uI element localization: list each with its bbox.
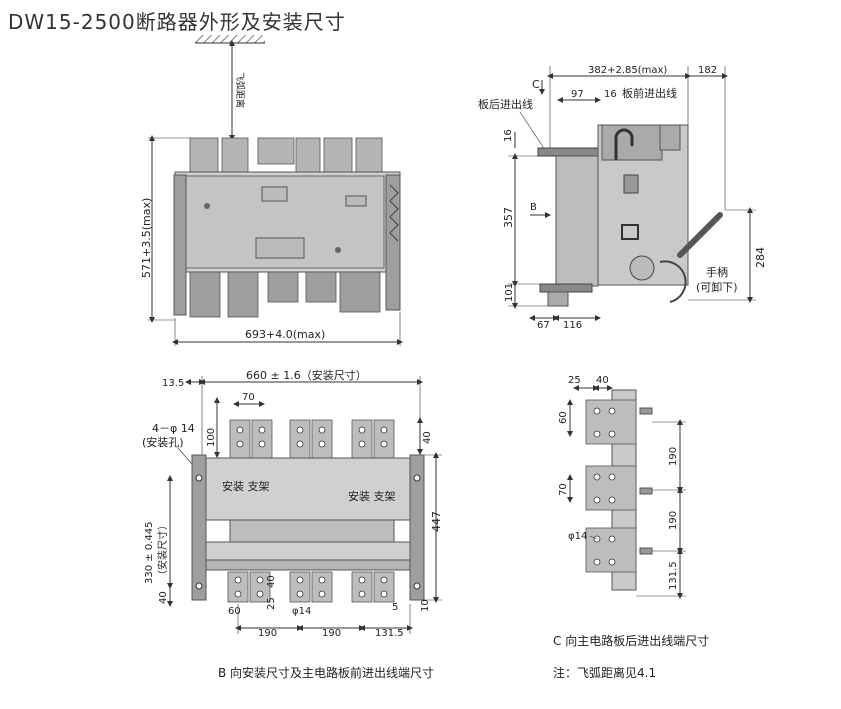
front-height-dim: 571+3.5(max) <box>140 198 153 278</box>
dim-182: 182 <box>698 65 717 76</box>
dim-101: 101 <box>504 283 515 302</box>
mount-height-dim-1: 330 ± 0.445 <box>144 522 155 584</box>
mount-height-dim-2: （安装尺寸） <box>156 520 169 580</box>
rear-wiring-label: 板后进出线 <box>478 97 533 111</box>
dim-116: 116 <box>563 320 582 331</box>
term-phi14: φ14 <box>568 531 587 542</box>
term-dim-70: 70 <box>558 483 569 496</box>
dim-25: 25 <box>266 597 277 610</box>
bracket-left-label: 安装 支架 <box>222 479 270 493</box>
side-depth-dim: 382+2.85(max) <box>588 65 667 76</box>
phi14-label: φ14 <box>292 606 311 617</box>
dim-97: 97 <box>571 89 584 100</box>
dim-447: 447 <box>430 511 443 532</box>
marker-c: C <box>532 78 540 91</box>
hole-label-1: 4－φ 14 <box>152 422 195 435</box>
term-dim-25: 25 <box>568 375 581 386</box>
dim-190a: 190 <box>258 628 277 639</box>
front-width-dim: 693+4.0(max) <box>245 328 325 341</box>
mount-caption: B 向安装尺寸及主电路板前进出线端尺寸 <box>218 666 435 680</box>
page-title: DW15-2500断路器外形及安装尺寸 <box>8 10 346 34</box>
term-dim-131-5: 131.5 <box>668 561 679 590</box>
dim-13-5: 13.5 <box>162 378 184 389</box>
arc-ceiling-hatch <box>195 35 265 43</box>
hole-label-2: (安装孔) <box>142 435 184 449</box>
dim-10: 10 <box>420 599 431 612</box>
dim-357: 357 <box>502 207 515 228</box>
mount-view: 13.5 660 ± 1.6（安装尺寸） 70 100 40 4－φ 14 (安… <box>142 368 443 639</box>
dim-16b: 16 <box>503 129 514 142</box>
dim-40-bottom: 40 <box>266 575 277 588</box>
term-dim-190b: 190 <box>668 511 679 530</box>
front-wiring-label: 板前进出线 <box>622 86 677 100</box>
terminal-caption: C 向主电路板后进出线端尺寸 <box>553 634 710 648</box>
dim-67: 67 <box>537 320 550 331</box>
side-view: C 382+2.85(max) 182 97 16 板前进出线 板后进出线 B … <box>478 65 767 331</box>
marker-b: B <box>530 202 537 213</box>
bracket-right-label: 安装 支架 <box>348 489 396 503</box>
arc-distance-label: 飞弧距离 <box>234 72 246 108</box>
handle-label: 手柄 <box>706 265 728 279</box>
dim-40-right: 40 <box>422 431 433 444</box>
dim-70: 70 <box>242 392 255 403</box>
terminal-view: 25 40 60 70 φ14 190 190 131.5 <box>558 375 686 599</box>
dim-40-left: 40 <box>158 591 169 604</box>
arc-note: 注：飞弧距离见4.1 <box>553 666 657 680</box>
dim-131-5: 131.5 <box>375 628 404 639</box>
mount-width-dim: 660 ± 1.6（安装尺寸） <box>246 368 367 382</box>
term-dim-60: 60 <box>558 411 569 424</box>
removable-label: (可卸下) <box>696 280 738 294</box>
dim-190b: 190 <box>322 628 341 639</box>
dim-284: 284 <box>754 247 767 268</box>
dim-100: 100 <box>206 428 217 447</box>
term-dim-40: 40 <box>596 375 609 386</box>
dim-5: 5 <box>392 602 398 613</box>
front-view: 飞弧距离 571+3.5( <box>140 35 403 346</box>
dim-16a: 16 <box>604 89 617 100</box>
term-dim-190a: 190 <box>668 447 679 466</box>
dim-60: 60 <box>228 606 241 617</box>
